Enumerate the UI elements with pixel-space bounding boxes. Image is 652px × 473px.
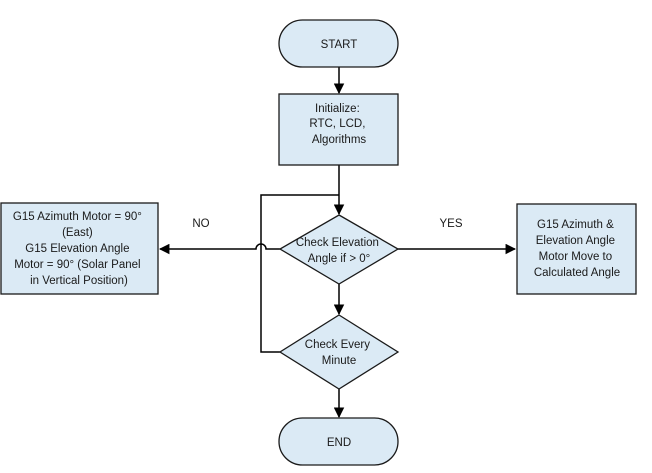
check-minute-label: Check Every Minute: [305, 339, 373, 367]
node-start: START: [278, 19, 399, 68]
end-terminator-shape: [278, 417, 399, 466]
node-yes-action: G15 Azimuth & Elevation Angle Motor Move…: [516, 203, 637, 295]
check-minute-decision-shape: [278, 314, 400, 390]
end-label: END: [327, 437, 351, 449]
nodes: START Initialize: RTC, LCD, Algorithms C…: [0, 19, 637, 466]
node-no-action: G15 Azimuth Motor = 90° (East) G15 Eleva…: [0, 202, 159, 295]
no-action-process-shape: [0, 202, 159, 295]
edge-label-yes: YES: [439, 218, 462, 230]
no-action-label: G15 Azimuth Motor = 90° (East) G15 Eleva…: [13, 211, 145, 287]
node-end: END: [278, 417, 399, 466]
yes-action-process-shape: [516, 203, 637, 295]
node-check-minute: Check Every Minute: [278, 314, 400, 390]
initialize-process-shape: [278, 93, 399, 166]
check-elevation-label: Check Elevation Angle if > 0°: [296, 237, 382, 265]
node-initialize: Initialize: RTC, LCD, Algorithms: [278, 93, 399, 166]
check-elevation-decision-shape: [278, 214, 400, 285]
edge-check-elevation-to-no: [158, 243, 280, 255]
start-label: START: [321, 39, 358, 51]
start-terminator-shape: [278, 19, 399, 68]
yes-action-label: G15 Azimuth & Elevation Angle Motor Move…: [534, 219, 620, 279]
node-check-elevation: Check Elevation Angle if > 0°: [278, 214, 400, 285]
initialize-label: Initialize: RTC, LCD, Algorithms: [309, 103, 368, 146]
edge-label-no: NO: [192, 218, 209, 230]
edge-loop-back: [260, 194, 339, 353]
edges: NO YES: [158, 67, 517, 419]
